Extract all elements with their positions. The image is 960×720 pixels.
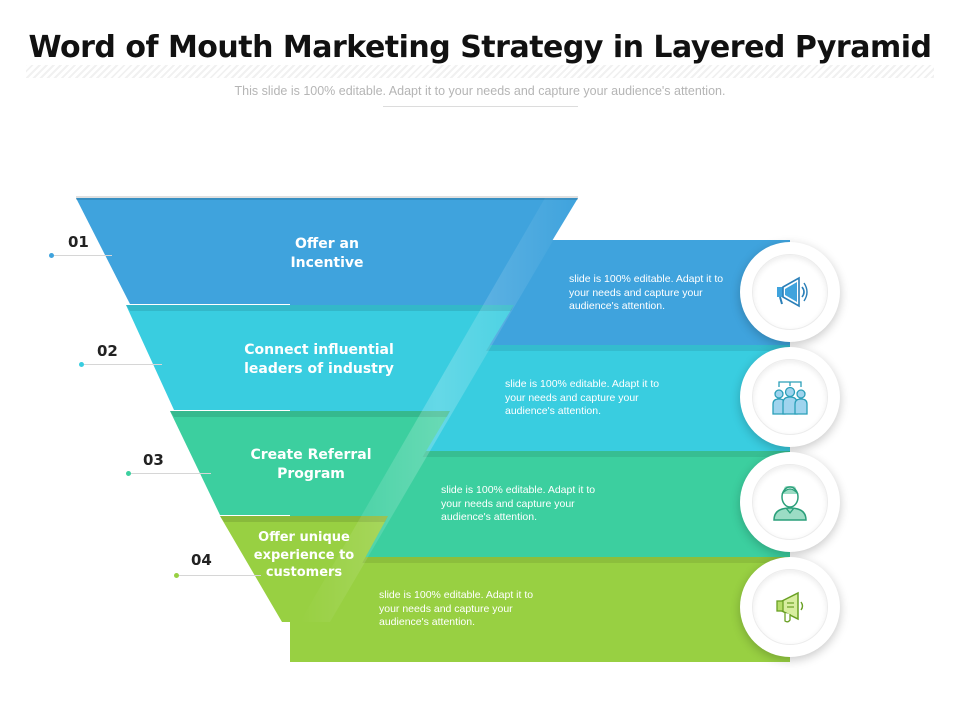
icon-circle-03 (740, 452, 840, 552)
team-network-icon (772, 381, 808, 415)
icon-circle-04 (740, 557, 840, 657)
leader-line-02 (84, 364, 162, 365)
layer-label-03: Create Referral Program (250, 447, 372, 482)
step-number-03: 03 (143, 451, 164, 469)
step-number-02: 02 (97, 342, 118, 360)
layer-label-04: Offer unique experience to customers (253, 530, 355, 580)
layer-edge-04 (220, 516, 388, 522)
layer-label-02: Connect influential leaders of industry (244, 342, 394, 377)
marker-dot-01 (49, 253, 54, 258)
description-01: slide is 100% editable. Adapt it to your… (569, 273, 724, 312)
marker-dot-03 (126, 471, 131, 476)
leader-line-01 (54, 255, 112, 256)
pyramid-top-edge (76, 196, 578, 200)
band-shadow-04 (290, 557, 790, 563)
megaphone-hand-icon (776, 591, 804, 623)
description-02: slide is 100% editable. Adapt it to your… (505, 378, 660, 417)
icon-circle-02 (740, 347, 840, 447)
band-shadow-02 (290, 345, 790, 351)
pyramid-layer-01 (76, 198, 578, 304)
marker-dot-04 (174, 573, 179, 578)
layer-edge-02 (126, 305, 514, 311)
leader-line-04 (179, 575, 261, 576)
band-04 (290, 557, 790, 662)
layer-edge-03 (170, 411, 450, 417)
marker-dot-02 (79, 362, 84, 367)
leader-line-03 (131, 473, 211, 474)
subtitle-divider (383, 106, 578, 107)
pyramid-shine-streak (300, 198, 578, 622)
pyramid-layer-02 (126, 305, 514, 410)
band-shadow-03 (290, 451, 790, 457)
page-title: Word of Mouth Marketing Strategy in Laye… (0, 30, 960, 65)
person-icon (773, 486, 807, 521)
megaphone-icon (777, 276, 808, 308)
icon-circle-01 (740, 242, 840, 342)
page-subtitle: This slide is 100% editable. Adapt it to… (234, 84, 726, 98)
layer-label-01: Offer an Incentive (290, 236, 364, 271)
description-03: slide is 100% editable. Adapt it to your… (441, 484, 596, 523)
description-04: slide is 100% editable. Adapt it to your… (379, 589, 534, 628)
step-number-01: 01 (68, 233, 89, 251)
step-number-04: 04 (191, 551, 212, 569)
